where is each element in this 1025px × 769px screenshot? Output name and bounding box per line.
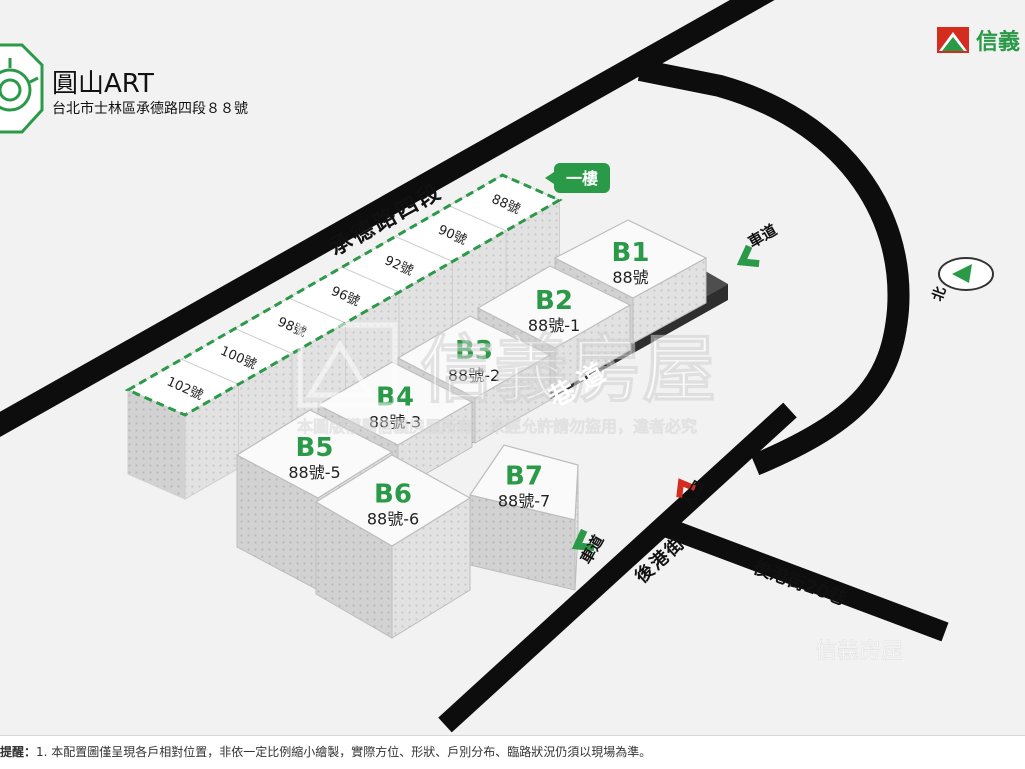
ground-unit: 102號 — [126, 358, 240, 500]
watermark-text: 信義房屋 — [420, 327, 716, 413]
first-floor-badge: 一樓 — [545, 163, 610, 193]
ground-unit: 100號 — [180, 328, 294, 470]
basement-unit-number: 88號-6 — [367, 510, 419, 529]
basement-unit-code: B2 — [535, 286, 573, 316]
brand-logo: 信義 — [937, 27, 1020, 55]
basement-unit-code: B5 — [296, 433, 334, 463]
north-arrow-icon — [952, 264, 972, 283]
road-houguang — [438, 402, 797, 733]
roads — [0, 0, 949, 733]
first-floor-outline — [124, 173, 563, 417]
basement-unit-number: 88號 — [612, 268, 648, 287]
entrance-arrow-icon — [676, 478, 696, 498]
road-chengde — [0, 0, 775, 437]
watermark: 信義房屋 本圖版權屬信義房屋所有，未經允許請勿盜用，違者必究 信義房屋 — [297, 322, 903, 664]
basement-unit-number: 88號-1 — [528, 316, 580, 335]
basement-unit-code: B7 — [505, 462, 543, 492]
basement-unit-number: 88號-5 — [288, 463, 340, 482]
basement-unit-number: 88號-3 — [369, 413, 421, 432]
road-houguang-lane — [664, 518, 949, 642]
basement-unit-code: B3 — [455, 336, 493, 366]
watermark-footer-logo: 信義房屋 — [815, 639, 903, 664]
watermark-notice: 本圖版權屬信義房屋所有，未經允許請勿盜用，違者必究 — [297, 417, 697, 436]
project-address: 台北市士林區承德路四段８８號 — [52, 100, 248, 117]
first-floor-label: 一樓 — [566, 169, 598, 188]
disclaimer-footer: 提醒：1. 本配置圖僅呈現各戶相對位置，非依一定比例縮小繪製，實際方位、形狀、戶… — [0, 735, 1025, 769]
road-curve — [637, 59, 910, 476]
north-label: 北 — [930, 285, 950, 304]
basement-unit-code: B6 — [374, 480, 412, 510]
basement-unit-number: 88號-2 — [448, 366, 500, 385]
disclaimer-label: 提醒： — [0, 745, 37, 759]
project-logo-icon — [0, 43, 44, 134]
basement-unit-code: B1 — [612, 238, 650, 268]
driveway-top-arrow-icon — [736, 244, 760, 268]
basement-unit-number: 88號-7 — [498, 492, 550, 511]
project-title: 圓山ART — [52, 69, 154, 99]
watermark-logo-icon — [297, 322, 398, 408]
brand-name: 信義 — [976, 29, 1020, 55]
driveway-bottom-arrow-icon — [571, 528, 595, 552]
disclaimer-text: 1. 本配置圖僅呈現各戶相對位置，非依一定比例縮小繪製，實際方位、形狀、戶別分布… — [36, 745, 652, 759]
north-indicator: 北 — [930, 257, 994, 304]
